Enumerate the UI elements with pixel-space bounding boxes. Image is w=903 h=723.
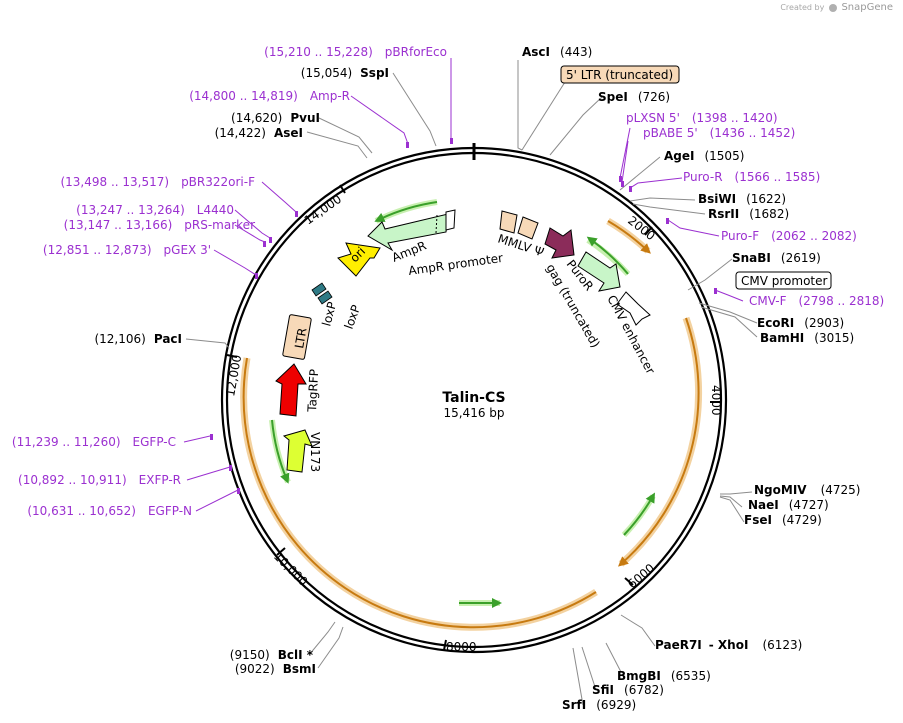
enzyme-label: BamHI(3015) [760, 331, 854, 345]
inner-features [275, 209, 651, 473]
tick-label-8000: 8000 [446, 640, 477, 654]
loxp-site-2 [317, 290, 333, 305]
primer-label: pLXSN 5'(1398 .. 1420) [626, 111, 778, 125]
enzyme-label: SrfI(6929) [562, 698, 636, 712]
snapgene-logo-icon [828, 3, 837, 12]
enzyme-label: NaeI(4727) [748, 498, 829, 512]
label-loxp-2: loxP [342, 303, 364, 331]
boxed-label-cmv: CMV promoter [735, 271, 832, 290]
primer-label: (13,147 .. 13,166)pRS-marker [64, 218, 255, 232]
primer-label: pBABE 5'(1436 .. 1452) [643, 126, 795, 140]
enzyme-label: AgeI(1505) [664, 149, 744, 163]
label-tagrfp: TagRFP [305, 369, 321, 413]
enzyme-labels-left: (15,054)SspI (14,620)PvuI (14,422)AseI (… [94, 66, 389, 676]
ori-arrow [337, 242, 381, 277]
enzyme-label: (15,054)SspI [301, 66, 389, 80]
ampr-promoter-arrow [445, 209, 456, 231]
primer-label: (10,631 .. 10,652)EGFP-N [27, 504, 192, 518]
enzyme-label: (14,620)PvuI [231, 111, 320, 125]
label-ltr: LTR [292, 327, 309, 350]
primer-label: (13,498 .. 13,517)pBR322ori-F [60, 175, 255, 189]
enzyme-label: SnaBI(2619) [732, 251, 821, 265]
backbone [220, 143, 728, 654]
enzyme-label: RsrII(1682) [708, 207, 789, 221]
enzyme-label: AscI(443) [522, 45, 592, 59]
enzyme-label: PaeR7I- XhoI(6123) [655, 638, 802, 652]
puror-arrow [544, 227, 575, 259]
primer-label: (12,851 .. 12,873)pGEX 3' [43, 243, 211, 257]
enzyme-label: (12,106)PacI [94, 332, 182, 346]
tick-label-4000: 4000 [709, 385, 723, 416]
primer-label: (13,247 .. 13,264)L4440 [76, 203, 234, 217]
label-ampr-promoter: AmpR promoter [407, 251, 503, 278]
orange-feature-arcs [240, 217, 703, 631]
enzyme-label: (14,422)AseI [215, 126, 303, 140]
enzyme-label: NgoMIV(4725) [754, 483, 860, 497]
enzyme-label: SpeI(726) [598, 90, 670, 104]
ltr-truncated-label: 5' LTR (truncated) [566, 68, 673, 82]
primer-label: CMV-F(2798 .. 2818) [749, 294, 884, 308]
primer-label: Puro-F(2062 .. 2082) [721, 229, 857, 243]
tick-marks [226, 184, 720, 651]
green-arc-1 [586, 236, 629, 275]
cmv-enhancer-arrow [577, 251, 621, 292]
enzyme-label: BmgBI(6535) [617, 669, 711, 683]
primer-marks [210, 138, 717, 494]
enzyme-label: EcoRI(2903) [757, 316, 844, 330]
enzyme-leader-lines [185, 60, 758, 706]
green-arc-2 [623, 492, 655, 536]
primer-labels-left: (15,210 .. 15,228)pBRforEco (14,800 .. 1… [12, 45, 447, 518]
label-vn173: VN173 [308, 432, 322, 472]
mmlv-psi-box-2 [517, 216, 539, 240]
green-arc-5 [374, 201, 438, 222]
enzyme-label: (9150)BclI * [230, 648, 314, 662]
loxp-site-1 [311, 282, 327, 297]
enzyme-label: (9022)BsmI [235, 662, 316, 676]
label-loxp-1: loxP [319, 300, 339, 327]
primer-label: (15,210 .. 15,228)pBRforEco [264, 45, 447, 59]
green-feature-arcs [269, 199, 656, 608]
ampr-arrow [367, 213, 449, 252]
credit-brand: SnapGene [841, 2, 893, 13]
enzyme-label: SfiI(6782) [592, 683, 664, 697]
primer-label: (11,239 .. 11,260)EGFP-C [12, 435, 176, 449]
mmlv-psi-box-1 [499, 210, 518, 234]
enzyme-labels-right: AscI(443) SpeI(726) AgeI(1505) BsiWI(162… [522, 45, 860, 712]
primer-labels-right: pLXSN 5'(1398 .. 1420) pBABE 5'(1436 .. … [626, 111, 884, 308]
label-ampr: AmpR [390, 238, 428, 264]
credit-prefix: Created by [780, 3, 825, 12]
primer-label: Puro-R(1566 .. 1585) [683, 170, 820, 184]
tick-label-6000: 6000 [625, 561, 657, 591]
plasmid-name: Talin-CS [442, 390, 505, 406]
boxed-label-ltr: 5' LTR (truncated) [560, 65, 680, 84]
vn173-arrow [282, 429, 313, 473]
ltr-box [282, 314, 312, 360]
snapgene-credit: Created by SnapGene [780, 2, 893, 13]
primer-label: (14,800 .. 14,819)Amp-R [189, 89, 350, 103]
enzyme-label: FseI(4729) [744, 513, 822, 527]
cmv-promoter-arrow [616, 291, 651, 326]
green-arc-4 [271, 419, 290, 484]
enzyme-label: BsiWI(1622) [698, 192, 786, 206]
primer-label: (10,892 .. 10,911)EXFP-R [18, 473, 181, 487]
plasmid-size: 15,416 bp [443, 406, 504, 420]
cmv-promoter-label: CMV promoter [741, 274, 828, 288]
label-mmlv-psi: MMLV Ψ [496, 232, 546, 260]
tagrfp-arrow [275, 363, 307, 417]
